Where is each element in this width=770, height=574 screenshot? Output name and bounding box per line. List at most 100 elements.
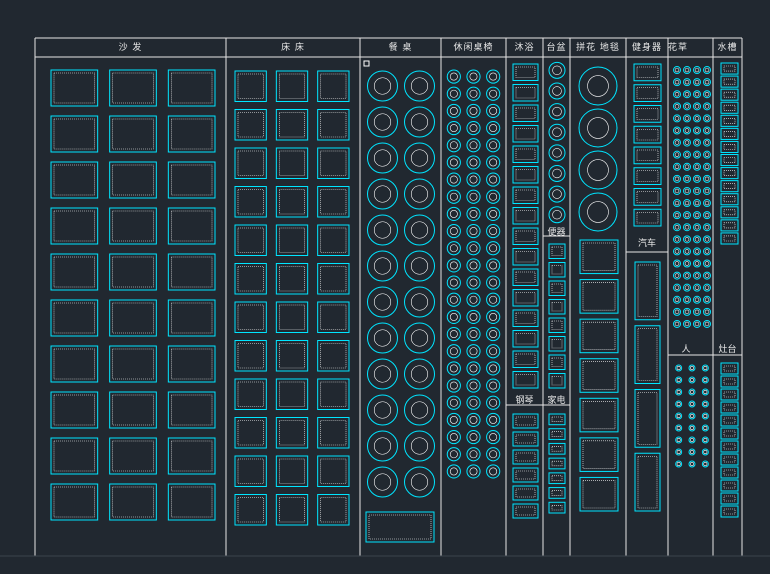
plant-block [693,126,701,135]
sofa-block [50,253,99,291]
plant-block [693,114,701,123]
dining-block [404,466,435,498]
dining-block [367,250,398,282]
plant-block [693,138,701,147]
col-header-bed: 床 床 [281,43,305,53]
plant-block [673,78,681,87]
plant-block [683,319,691,328]
sofa-block [109,69,157,107]
dining-block [367,358,398,390]
dining-block [404,322,435,354]
leisure-block [486,447,501,462]
leisure-block [446,155,461,170]
stove-block [720,505,739,518]
plant-block [703,90,711,99]
piano-block [512,467,539,483]
plant-block [673,235,681,244]
sink-block [720,75,739,88]
sink-block [720,140,739,154]
plant-block [703,283,711,292]
person-block [675,412,683,420]
person-block [701,388,709,396]
sub-header-people: 人 [681,345,691,355]
leisure-block [446,430,461,445]
sub-header-appliance: 家电 [547,396,566,406]
toilet-block [548,299,566,315]
bath-block [512,145,539,163]
person-block [701,364,709,372]
plant-block [703,150,711,159]
sofa-block [109,161,157,199]
bath-block [512,63,539,81]
bed-block [234,263,267,295]
sub-header-piano: 钢琴 [515,396,534,406]
fitness-block [633,208,662,227]
leisure-block [446,344,461,359]
basin-block [548,164,566,182]
col-header-plants: 花草 [668,43,689,53]
plant-block [673,162,681,171]
sofa-block [50,69,99,107]
plant-block [693,319,701,328]
plant-block [703,319,711,328]
dining-block [367,214,398,246]
bath-block [512,207,539,225]
plant-block [693,223,701,232]
rug-round-block [578,150,618,190]
bath-block [512,84,539,102]
bed-block [234,455,267,487]
plant-block [693,186,701,195]
bed-block [275,455,309,487]
car-block [634,452,661,512]
plant-block [703,211,711,220]
bed-block [317,224,350,256]
leisure-block [486,395,501,410]
plant-block [673,66,681,75]
person-block [675,388,683,396]
plant-block [683,247,691,256]
bath-block [512,248,539,266]
sink-block [720,114,739,127]
sofa-block [109,437,157,475]
plant-block [683,90,691,99]
bed-block [275,109,309,141]
dining-block [367,394,398,426]
leisure-block [446,447,461,462]
leisure-block [446,69,461,84]
plant-block [703,186,711,195]
plant-block [703,162,711,171]
dining-block [367,322,398,354]
piano-block [512,449,539,465]
plant-block [693,66,701,75]
bed-block [275,186,309,218]
leisure-block [466,464,481,479]
leisure-block [446,258,461,273]
rug-square-block [579,239,619,275]
bed-block [234,340,267,372]
fitness-block [633,146,662,165]
leisure-block [466,361,481,376]
person-block [675,460,683,468]
bed-block [234,147,267,179]
sink-block [720,193,739,206]
leisure-block [486,378,501,393]
sink-block [720,219,739,232]
sofa-block [50,161,99,199]
stove-block [720,414,739,427]
bed-block [234,378,267,410]
sofa-block [50,437,99,475]
person-block [701,376,709,384]
stove-block [720,492,739,505]
rug-square-block [579,318,619,354]
plant-block [703,247,711,256]
appliance-block [548,457,566,470]
plant-block [673,114,681,123]
toilet-block [548,243,566,259]
leisure-block [486,309,501,324]
fitness-block [633,63,662,82]
plant-block [673,295,681,304]
plant-block [693,259,701,268]
person-block [701,412,709,420]
plant-block [683,138,691,147]
